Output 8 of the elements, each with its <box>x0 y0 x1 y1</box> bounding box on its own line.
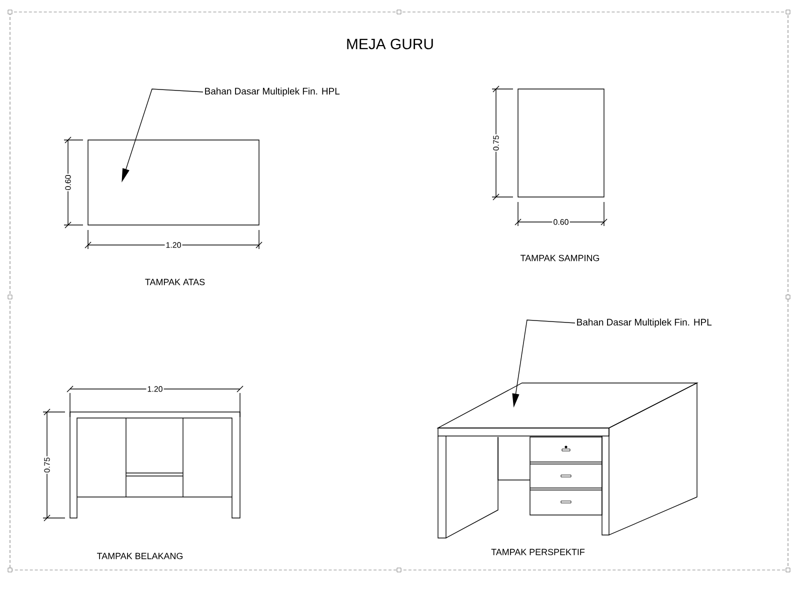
title: MEJA GURU <box>347 38 433 50</box>
note-text: Bahan Dasar Multiplek Fin. HPL <box>577 318 712 328</box>
view-caption: TAMPAK BELAKANG <box>97 552 183 560</box>
view-caption: TAMPAK SAMPING <box>520 254 600 262</box>
view-caption: TAMPAK PERSPEKTIF <box>491 548 585 556</box>
table-top-view <box>88 140 260 226</box>
note-text: Bahan Dasar Multiplek Fin. HPL <box>205 88 340 96</box>
view-caption: TAMPAK ATAS <box>145 278 205 286</box>
